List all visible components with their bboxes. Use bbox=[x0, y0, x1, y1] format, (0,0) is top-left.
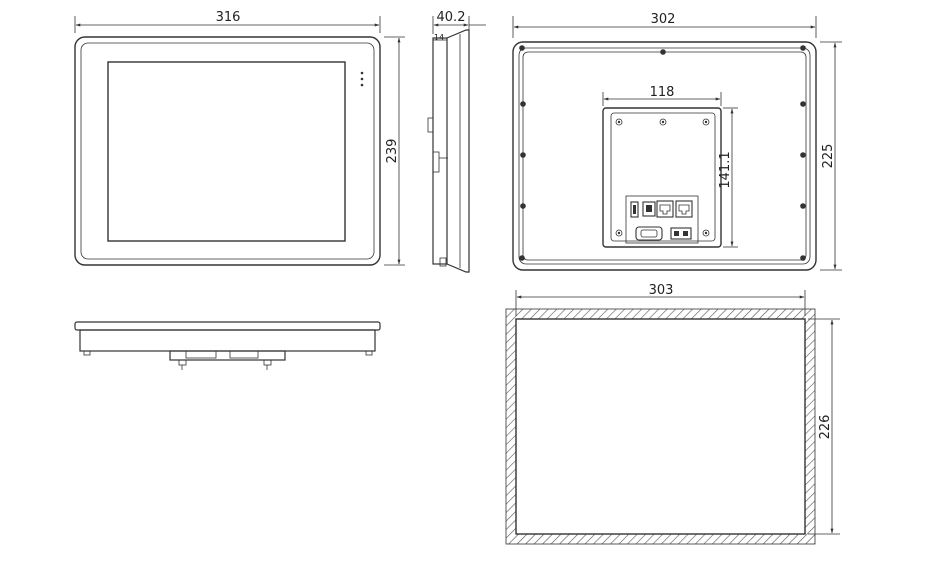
front-bezel-inner bbox=[80, 42, 375, 260]
dim-side-depth: 40.2 bbox=[437, 10, 466, 25]
mount-hole-icon bbox=[520, 101, 526, 107]
rear-mount-holes bbox=[519, 45, 806, 261]
dim-cutout-width: 303 bbox=[649, 283, 674, 298]
mount-hole-icon bbox=[519, 255, 525, 261]
bottom-terminal bbox=[263, 359, 272, 366]
ethernet-port-icon bbox=[656, 200, 674, 218]
indicator-led-icon bbox=[360, 71, 364, 75]
dim-cutout-height: 226 bbox=[818, 415, 833, 440]
screw-icon bbox=[702, 229, 710, 237]
screw-icon bbox=[702, 118, 710, 126]
side-connector bbox=[427, 117, 434, 133]
mount-hole-icon bbox=[520, 203, 526, 209]
rear-inner-2 bbox=[522, 51, 807, 261]
mount-hole-icon bbox=[800, 152, 806, 158]
mount-hole-icon bbox=[520, 152, 526, 158]
bottom-port-block bbox=[169, 350, 286, 361]
dim-rear-width: 302 bbox=[651, 12, 676, 27]
side-body bbox=[432, 37, 448, 265]
dim-front-height: 239 bbox=[385, 139, 400, 164]
mount-hole-icon bbox=[800, 101, 806, 107]
front-bezel-outer bbox=[74, 36, 381, 266]
rear-inner bbox=[518, 47, 811, 265]
dim-port-height: 141.1 bbox=[718, 151, 733, 188]
mount-hole-icon bbox=[660, 49, 666, 55]
ethernet-port-icon bbox=[675, 200, 693, 218]
mount-hole-icon bbox=[519, 45, 525, 51]
port-panel bbox=[625, 195, 699, 244]
bottom-bezel bbox=[74, 321, 381, 331]
mount-hole-icon bbox=[800, 255, 806, 261]
cutout-opening bbox=[515, 318, 806, 535]
rear-outer bbox=[512, 41, 817, 271]
mount-hole-icon bbox=[800, 45, 806, 51]
serial-db9-port-icon bbox=[635, 226, 663, 241]
panel-cutout-view: 303 226 bbox=[505, 283, 840, 545]
front-view: 316 239 bbox=[74, 10, 405, 266]
dim-rear-height: 225 bbox=[821, 144, 836, 169]
bottom-terminal bbox=[178, 359, 187, 366]
dim-front-width: 316 bbox=[216, 10, 241, 25]
cutout-outer bbox=[505, 308, 816, 545]
rear-port-module-outer bbox=[602, 107, 722, 248]
usb-a-port-icon bbox=[630, 201, 639, 218]
side-clip bbox=[439, 257, 447, 267]
side-view: 40.2 14 bbox=[427, 10, 486, 273]
side-bezel bbox=[446, 29, 470, 273]
bottom-view bbox=[74, 321, 381, 370]
side-connector bbox=[432, 151, 440, 173]
rear-view: 302 225 118 141.1 bbox=[512, 12, 842, 271]
bottom-body bbox=[79, 329, 376, 352]
rear-port-module-inner bbox=[610, 112, 716, 242]
screw-icon bbox=[659, 118, 667, 126]
screw-icon bbox=[615, 229, 623, 237]
power-terminal-icon bbox=[670, 227, 692, 240]
indicator-led-icon bbox=[360, 77, 364, 81]
bottom-foot bbox=[83, 350, 91, 356]
bottom-foot bbox=[365, 350, 373, 356]
front-screen bbox=[107, 61, 346, 242]
mount-hole-icon bbox=[800, 203, 806, 209]
indicator-led-icon bbox=[360, 83, 364, 87]
screw-icon bbox=[615, 118, 623, 126]
cutout-hatch bbox=[506, 309, 815, 544]
dim-port-width: 118 bbox=[650, 85, 675, 100]
usb-b-port-icon bbox=[642, 201, 656, 217]
dim-side-bezel: 14 bbox=[434, 33, 444, 42]
